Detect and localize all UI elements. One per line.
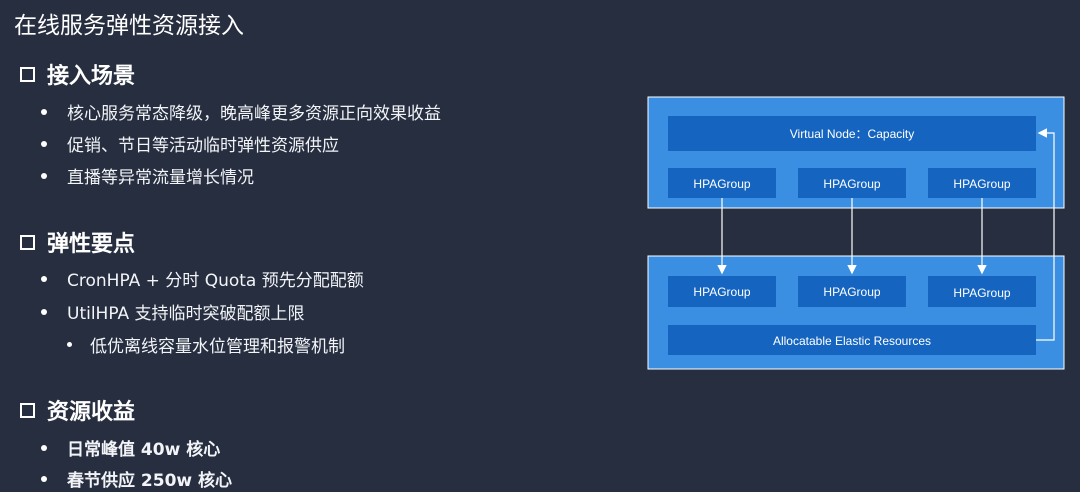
allocatable-resources-label: Allocatable Elastic Resources	[773, 334, 931, 348]
hpa-group-label: HPAGroup	[953, 177, 1010, 191]
list-item-text: 低优离线容量水位管理和报警机制	[90, 337, 345, 357]
section-heading-label: 资源收益	[47, 400, 136, 425]
list-item: 促销、节日等活动临时弹性资源供应	[41, 131, 339, 156]
list-item: UtilHPA 支持临时突破配额上限	[41, 299, 305, 324]
virtual-node-label: Virtual Node：Capacity	[790, 127, 915, 141]
list-item-text: 直播等异常流量增长情况	[67, 168, 254, 188]
bullet-icon	[41, 108, 47, 115]
hpa-group-bottom-3	[928, 276, 1036, 307]
sub-list-item: 低优离线容量水位管理和报警机制	[67, 332, 345, 357]
checkbox-icon	[20, 234, 35, 250]
hpa-group-top-3	[928, 168, 1036, 198]
list-item: 日常峰值 40w 核心	[41, 435, 220, 460]
bullet-icon	[41, 275, 47, 282]
list-item: 春节供应 250w 核心	[41, 466, 232, 491]
bullet-icon	[67, 342, 72, 347]
hpa-group-label: HPAGroup	[823, 285, 880, 299]
bullet-icon	[41, 475, 47, 482]
checkbox-icon	[20, 402, 35, 418]
section-heading-benefits: 资源收益	[20, 394, 135, 426]
list-item-text: 春节供应 250w 核心	[67, 471, 233, 491]
section-heading-label: 接入场景	[47, 64, 136, 89]
list-item-text: UtilHPA 支持临时突破配额上限	[67, 304, 305, 324]
bullet-icon	[41, 172, 47, 179]
hpa-group-label: HPAGroup	[693, 177, 750, 191]
hpa-group-bottom-1	[668, 276, 776, 307]
list-item: 核心服务常态降级，晚高峰更多资源正向效果收益	[41, 99, 441, 124]
allocatable-resources-box	[668, 325, 1036, 355]
section-heading-key-points: 弹性要点	[20, 226, 135, 258]
hpa-group-bottom-2	[798, 276, 906, 307]
list-item-text: 日常峰值 40w 核心	[67, 440, 221, 460]
section-heading-scenarios: 接入场景	[20, 58, 135, 90]
bullet-icon	[41, 308, 47, 315]
list-item-text: 促销、节日等活动临时弹性资源供应	[67, 136, 339, 156]
list-item-text: 核心服务常态降级，晚高峰更多资源正向效果收益	[67, 104, 441, 124]
bullet-icon	[41, 140, 47, 147]
checkbox-icon	[20, 66, 35, 82]
feedback-arrow	[1036, 128, 1055, 341]
list-item: CronHPA + 分时 Quota 预先分配配额	[41, 266, 364, 291]
hpa-group-top-2	[798, 168, 906, 198]
hpa-group-label: HPAGroup	[823, 177, 880, 191]
list-item-text: CronHPA + 分时 Quota 预先分配配额	[67, 271, 364, 291]
section-heading-label: 弹性要点	[47, 232, 136, 257]
page-title: 在线服务弹性资源接入	[14, 13, 244, 39]
bullet-icon	[41, 444, 47, 451]
hpa-group-label: HPAGroup	[953, 286, 1010, 300]
hpa-group-label: HPAGroup	[693, 285, 750, 299]
virtual-node-box	[668, 116, 1036, 151]
list-item: 直播等异常流量增长情况	[41, 163, 254, 188]
hpa-group-top-1	[668, 168, 776, 198]
